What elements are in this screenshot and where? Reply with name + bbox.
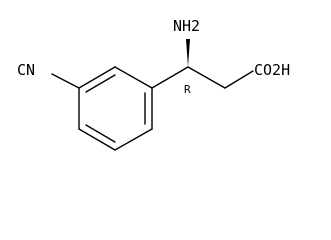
ring-double-bond	[85, 74, 116, 93]
ch2-to-acid-bond	[224, 70, 254, 89]
chemical-structure-diagram: CN NH2 R CO2H	[17, 17, 290, 151]
stereo-wedge-bond	[186, 39, 190, 67]
ring-bond	[114, 66, 153, 89]
ring-bond	[78, 128, 116, 151]
stereo-descriptor: R	[184, 83, 191, 96]
ring-bond	[78, 66, 116, 89]
ring-to-stereocenter-bond	[151, 66, 189, 89]
benzene-ring	[78, 66, 153, 151]
amine-label: NH2	[173, 17, 200, 35]
stereocenter-to-ch2-bond	[187, 66, 226, 89]
ring-bond	[114, 128, 153, 151]
nitrile-bond	[51, 73, 80, 89]
nitrile-label: CN	[17, 61, 35, 79]
carboxylic-acid-label: CO2H	[254, 61, 290, 79]
ring-double-bond	[85, 124, 116, 143]
